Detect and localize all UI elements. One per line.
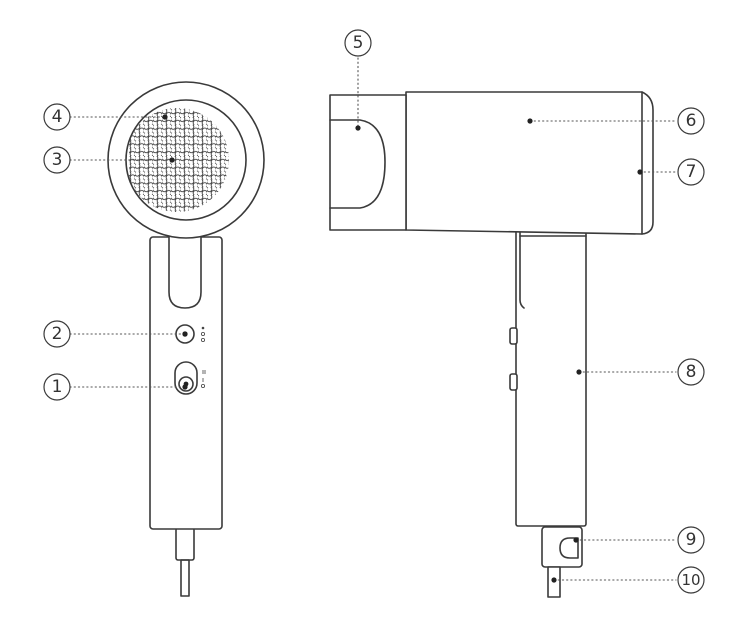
leader-dots xyxy=(162,114,643,583)
callout-6: 6 xyxy=(677,107,705,135)
side-view xyxy=(329,91,654,598)
power-switch[interactable] xyxy=(174,361,198,395)
callout-9: 9 xyxy=(677,526,705,554)
leader-lines xyxy=(69,57,677,581)
callout-number: 5 xyxy=(353,33,364,53)
callout-number: 6 xyxy=(686,111,697,131)
callout-number: 7 xyxy=(686,162,697,182)
side-handle xyxy=(515,229,587,527)
snowflake-sun-icon xyxy=(200,326,205,342)
callout-number: 2 xyxy=(52,324,63,344)
callout-7: 7 xyxy=(677,158,705,186)
side-body xyxy=(405,91,654,235)
callout-number: 10 xyxy=(681,571,700,589)
callout-5: 5 xyxy=(344,29,372,57)
side-button-lower xyxy=(509,373,518,391)
callout-3: 3 xyxy=(43,146,71,174)
power-levels-icon xyxy=(200,370,206,388)
callout-number: 4 xyxy=(52,107,63,127)
callout-10: 10 xyxy=(677,566,705,594)
callout-number: 1 xyxy=(52,377,63,397)
callout-number: 9 xyxy=(686,530,697,550)
callout-2: 2 xyxy=(43,320,71,348)
front-view xyxy=(107,81,265,597)
front-cord xyxy=(175,527,195,597)
callout-number: 3 xyxy=(52,150,63,170)
callout-8: 8 xyxy=(677,358,705,386)
callout-4: 4 xyxy=(43,103,71,131)
side-button-upper xyxy=(509,327,518,345)
callout-number: 8 xyxy=(686,362,697,382)
callout-1: 1 xyxy=(43,373,71,401)
side-nozzle xyxy=(329,94,407,231)
